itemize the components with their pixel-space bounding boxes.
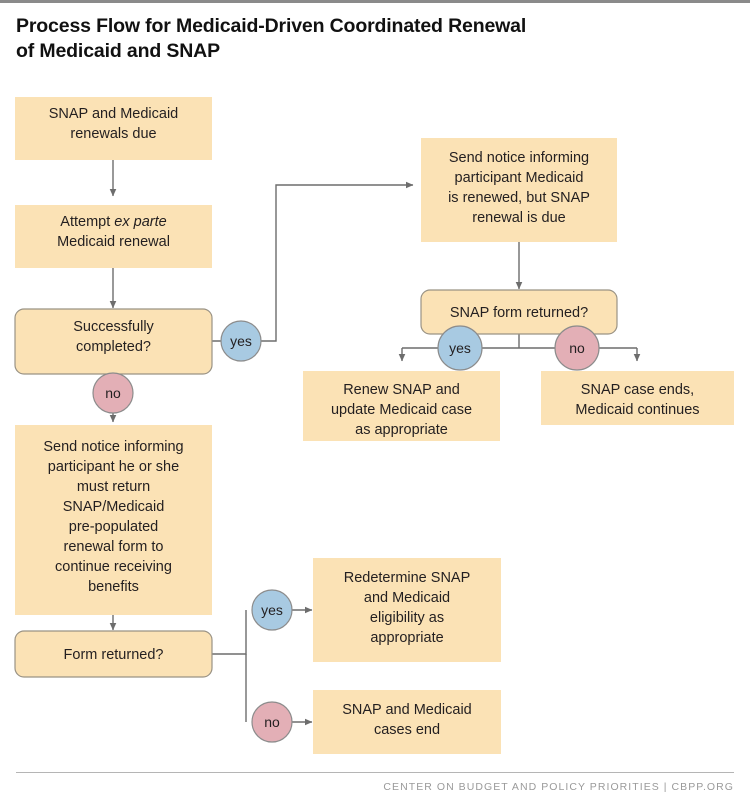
footer-rule bbox=[16, 772, 734, 773]
no-label: no bbox=[105, 385, 121, 401]
node-line: Form returned? bbox=[64, 647, 164, 663]
yes-circle bbox=[437, 325, 483, 371]
node-line: Successfully bbox=[73, 319, 154, 335]
yes-circle bbox=[251, 589, 293, 631]
no-circle bbox=[554, 325, 600, 371]
node-line: renewals due bbox=[70, 126, 156, 142]
branch-label-yes-successfully-completed: yes bbox=[220, 320, 262, 362]
node-box bbox=[313, 558, 501, 662]
source-attribution: CENTER ON BUDGET AND POLICY PRIORITIES |… bbox=[383, 781, 734, 793]
top-rule bbox=[0, 0, 750, 3]
branch-label-yes-snap-form-returned: yes bbox=[437, 325, 483, 371]
decision-successfully-completed: Successfully completed? bbox=[14, 308, 213, 375]
node-line: Redetermine SNAP bbox=[344, 570, 471, 586]
yes-label: yes bbox=[230, 333, 252, 349]
node-line: Medicaid continues bbox=[575, 402, 699, 418]
node-line: renewal form to bbox=[64, 539, 164, 555]
node-line: cases end bbox=[374, 722, 440, 738]
page-title-line-1: Process Flow for Medicaid-Driven Coordin… bbox=[16, 15, 527, 37]
no-label: no bbox=[264, 714, 280, 730]
decision-snap-form-returned: SNAP form returned? bbox=[420, 289, 618, 335]
branch-label-yes-form-returned: yes bbox=[251, 589, 293, 631]
decision-box bbox=[14, 630, 213, 678]
node-line: completed? bbox=[76, 339, 151, 355]
node-line: Attempt ex parte bbox=[60, 214, 166, 230]
decision-form-returned: Form returned? bbox=[14, 630, 213, 678]
node-line: renewal is due bbox=[472, 210, 566, 226]
node-send-notice-participant-must-return-form: Send notice informing participant he or … bbox=[15, 425, 212, 615]
branch-label-no-form-returned: no bbox=[251, 701, 293, 743]
node-box bbox=[313, 690, 501, 754]
node-line-italic: ex parte bbox=[114, 214, 166, 230]
node-line: Send notice informing bbox=[43, 439, 183, 455]
node-line: continue receiving bbox=[55, 559, 172, 575]
node-box bbox=[15, 97, 212, 160]
node-line: participant Medicaid bbox=[455, 170, 584, 186]
yes-label: yes bbox=[449, 340, 471, 356]
node-line: SNAP/Medicaid bbox=[63, 499, 165, 515]
node-line: is renewed, but SNAP bbox=[448, 190, 590, 206]
node-line: benefits bbox=[88, 579, 139, 595]
node-box bbox=[303, 371, 500, 441]
node-line: SNAP and Medicaid bbox=[342, 702, 472, 718]
branch-label-no-successfully-completed: no bbox=[92, 372, 134, 414]
node-line: SNAP form returned? bbox=[450, 305, 588, 321]
node-box bbox=[421, 138, 617, 242]
node-line: and Medicaid bbox=[364, 590, 450, 606]
node-snap-medicaid-cases-end: SNAP and Medicaid cases end bbox=[313, 690, 501, 754]
no-circle bbox=[251, 701, 293, 743]
node-line: pre-populated bbox=[69, 519, 159, 535]
node-snap-case-ends-medicaid-continues: SNAP case ends, Medicaid continues bbox=[541, 371, 734, 425]
yes-label: yes bbox=[261, 602, 283, 618]
yes-circle bbox=[220, 320, 262, 362]
node-redetermine-snap-medicaid-eligibility: Redetermine SNAP and Medicaid eligibilit… bbox=[313, 558, 501, 662]
node-line: must return bbox=[77, 479, 150, 495]
no-circle bbox=[92, 372, 134, 414]
no-label: no bbox=[569, 340, 585, 356]
node-line: update Medicaid case bbox=[331, 402, 472, 418]
node-line: appropriate bbox=[370, 630, 443, 646]
node-line-plain: Attempt bbox=[60, 214, 114, 230]
node-line: Send notice informing bbox=[449, 150, 589, 166]
page-title: Process Flow for Medicaid-Driven Coordin… bbox=[16, 14, 716, 64]
connector-n5-split-up bbox=[212, 610, 247, 655]
node-line: as appropriate bbox=[355, 422, 448, 438]
node-attempt-ex-parte-medicaid-renewal: Attempt ex parte Medicaid renewal bbox=[15, 205, 212, 268]
node-snap-medicaid-renewals-due: SNAP and Medicaid renewals due bbox=[15, 97, 212, 160]
node-box bbox=[541, 371, 734, 425]
node-line: eligibility as bbox=[370, 610, 444, 626]
node-line: Renew SNAP and bbox=[343, 382, 460, 398]
branch-label-no-snap-form-returned: no bbox=[554, 325, 600, 371]
node-box bbox=[15, 205, 212, 268]
node-line: participant he or she bbox=[48, 459, 179, 475]
node-box bbox=[15, 425, 212, 615]
node-line: SNAP case ends, bbox=[581, 382, 694, 398]
node-line: Medicaid renewal bbox=[57, 234, 170, 250]
decision-box bbox=[420, 289, 618, 335]
node-send-notice-medicaid-renewed-snap-due: Send notice informing participant Medica… bbox=[421, 138, 617, 242]
page-title-line-2: of Medicaid and SNAP bbox=[16, 40, 220, 62]
node-line: SNAP and Medicaid bbox=[49, 106, 179, 122]
node-renew-snap-update-medicaid-case: Renew SNAP and update Medicaid case as a… bbox=[303, 371, 500, 441]
connector-n3-yes-n6 bbox=[212, 181, 414, 342]
